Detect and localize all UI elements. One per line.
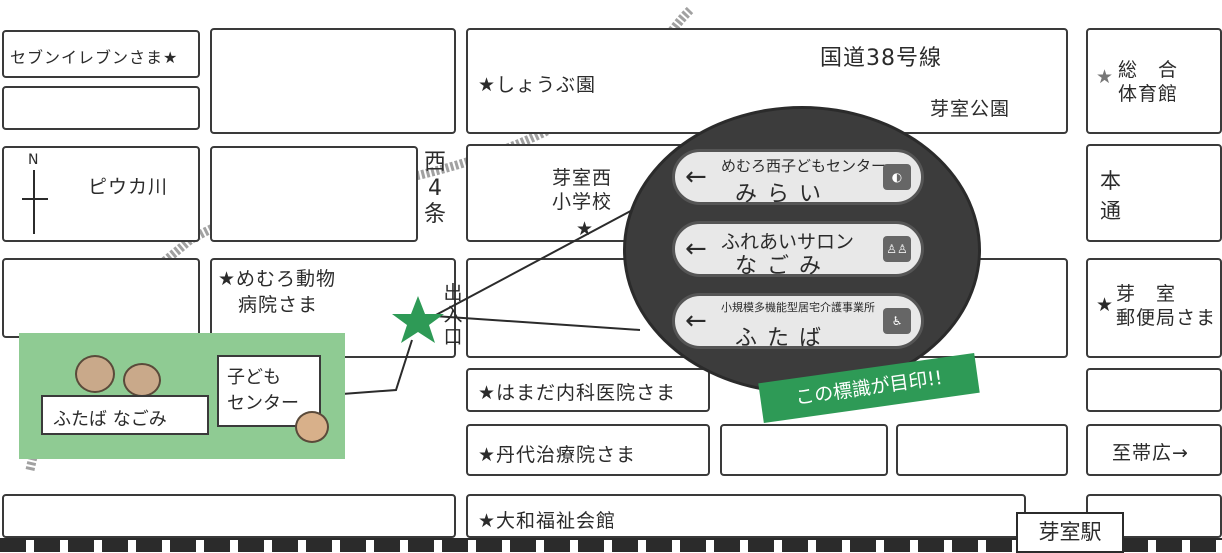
block xyxy=(720,424,888,476)
post-office-label: 芽 室 郵便局さま xyxy=(1116,283,1217,329)
shoubuen-label: ★しょうぶ園 xyxy=(478,74,597,96)
gym-label: 総 合 体育館 xyxy=(1118,59,1179,105)
signpost-photo: ← めむろ西子どもセンター みらい ◐ ← ふれあいサロン なごみ ♙♙ ← 小… xyxy=(623,106,981,394)
hamada-clinic-label: ★はまだ内科医院さま xyxy=(478,382,677,404)
memuro-park-label: 芽室公園 xyxy=(930,98,1011,120)
north-label: N xyxy=(28,152,39,168)
sign-mirai-subtitle: めむろ西子どもセンター xyxy=(721,157,887,175)
block xyxy=(896,424,1068,476)
left-arrow-icon: ← xyxy=(685,162,707,192)
sign-nagomi-title: なごみ xyxy=(735,254,832,279)
futaba-nagomi-label: ふたば なごみ xyxy=(53,409,167,430)
school-label: 芽室西 小学校 xyxy=(552,167,613,213)
sign-futaba-title: ふたば xyxy=(735,326,832,351)
block xyxy=(1086,368,1222,412)
block xyxy=(466,368,710,412)
block xyxy=(1086,258,1222,358)
hondori-label: 本 通 xyxy=(1100,169,1122,223)
gym-star: ★ xyxy=(1096,66,1115,88)
block xyxy=(2,30,200,78)
vet-label: ★めむろ動物 病院さま xyxy=(218,268,337,316)
block xyxy=(210,28,456,134)
left-arrow-icon: ← xyxy=(685,306,707,336)
left-arrow-icon: ← xyxy=(685,234,707,264)
people-icon: ♙♙ xyxy=(883,236,911,262)
child-center-icon: ◐ xyxy=(883,164,911,190)
kodomo-center-label: 子ども センター xyxy=(227,367,299,414)
sign-mirai-title: みらい xyxy=(735,182,832,207)
route-38-label: 国道38号線 xyxy=(820,46,942,71)
futaba-nagomi-box: ふたば なごみ xyxy=(41,395,209,435)
pioka-river-label: ピウカ川 xyxy=(88,176,169,198)
sign-futaba-subtitle: 小規模多機能型居宅介護事業所 xyxy=(721,301,875,314)
memuro-station-label: 芽室駅 xyxy=(1016,512,1124,553)
block xyxy=(1086,28,1222,134)
sign-nagomi-subtitle: ふれあいサロン xyxy=(721,231,855,253)
railway-line xyxy=(0,538,1222,552)
tanshiro-clinic-label: ★丹代治療院さま xyxy=(478,444,637,466)
block xyxy=(1086,424,1222,476)
sign-nagomi: ← ふれあいサロン なごみ ♙♙ xyxy=(672,221,924,279)
block xyxy=(2,146,200,242)
obihiro-direction-label: 至帯広→ xyxy=(1112,442,1189,464)
child-face-icon xyxy=(295,411,329,443)
block xyxy=(466,424,710,476)
block xyxy=(2,86,200,130)
school-star: ★ xyxy=(576,218,595,240)
seven-eleven-label: セブンイレブンさま★ xyxy=(10,48,179,67)
block xyxy=(1086,144,1222,242)
sign-mirai: ← めむろ西子どもセンター みらい ◐ xyxy=(672,149,924,207)
yamato-hall-label: ★大和福祉会館 xyxy=(478,510,617,532)
north-arrow: N xyxy=(22,152,48,236)
entrance-label: 出 入 口 xyxy=(443,282,463,348)
grandparent-face-icon xyxy=(123,363,161,397)
care-icon: ♿ xyxy=(883,308,911,334)
nishi4-label: 西 4 条 xyxy=(423,150,446,227)
block xyxy=(2,494,456,538)
block xyxy=(466,494,1026,538)
post-star: ★ xyxy=(1096,294,1115,316)
sign-futaba: ← 小規模多機能型居宅介護事業所 ふたば ♿ xyxy=(672,293,924,351)
facility-legend: ふたば なごみ 子ども センター xyxy=(19,333,345,459)
grandparent-face-icon xyxy=(75,355,115,393)
block xyxy=(210,146,418,242)
